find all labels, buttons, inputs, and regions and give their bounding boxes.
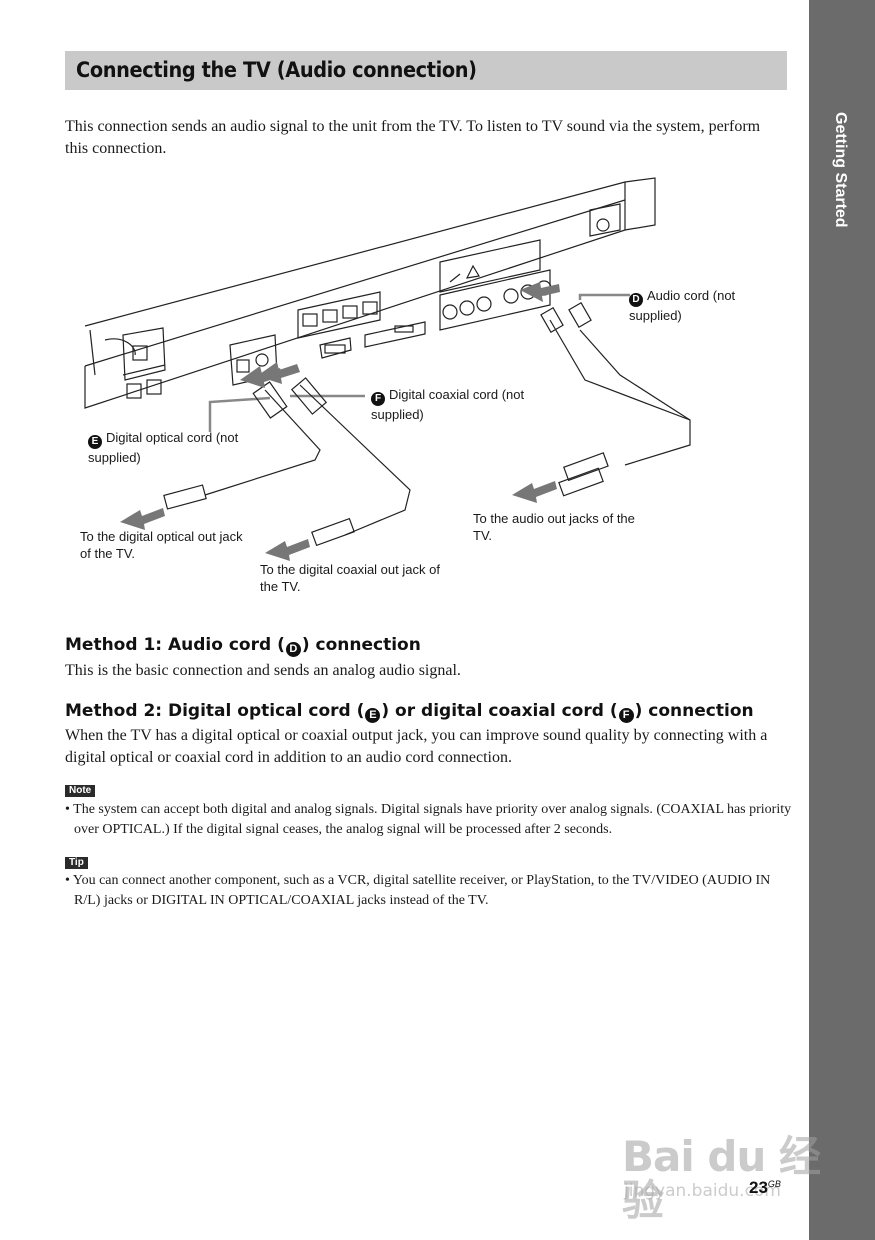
note-label: Note	[65, 785, 95, 797]
method1-heading-end: ) connection	[302, 635, 421, 655]
note-text: • The system can accept both digital and…	[65, 800, 799, 840]
watermark-logo: Bai du 经验	[622, 1135, 822, 1223]
side-tab-label: Getting Started	[809, 100, 849, 240]
letter-e-badge: E	[365, 708, 380, 723]
method2-heading: Method 2: Digital optical cord (E) or di…	[65, 701, 754, 723]
optical-out-destination: To the digital optical out jack of the T…	[80, 528, 250, 562]
page-title: Connecting the TV (Audio connection)	[65, 51, 729, 90]
method2-body: When the TV has a digital optical or coa…	[65, 725, 787, 769]
intro-paragraph: This connection sends an audio signal to…	[65, 116, 787, 160]
page-number-value: 23	[749, 1178, 768, 1197]
method1-body: This is the basic connection and sends a…	[65, 660, 787, 682]
method2-heading-end: ) connection	[635, 701, 754, 721]
optical-cord-text: Digital optical cord (not supplied)	[88, 430, 238, 465]
page-number-suffix: GB	[768, 1179, 781, 1189]
letter-e-badge: E	[88, 435, 102, 449]
method1-heading: Method 1: Audio cord (D) connection	[65, 635, 421, 657]
method2-heading-text: Method 2: Digital optical cord (	[65, 701, 364, 721]
coaxial-out-destination: To the digital coaxial out jack of the T…	[260, 561, 460, 595]
audio-out-destination: To the audio out jacks of the TV.	[473, 510, 648, 544]
letter-f-badge: F	[371, 392, 385, 406]
page-number: 23GB	[749, 1178, 781, 1198]
coaxial-cord-text: Digital coaxial cord (not supplied)	[371, 387, 524, 422]
tip-text: • You can connect another component, suc…	[65, 871, 799, 911]
method1-heading-text: Method 1: Audio cord (	[65, 635, 285, 655]
title-bar: Connecting the TV (Audio connection)	[65, 51, 787, 90]
letter-d-badge: D	[629, 293, 643, 307]
audio-cord-text: Audio cord (not supplied)	[629, 288, 735, 323]
letter-f-badge: F	[619, 708, 634, 723]
tip-label: Tip	[65, 857, 88, 869]
letter-d-badge: D	[286, 642, 301, 657]
method2-heading-mid: ) or digital coaxial cord (	[381, 701, 617, 721]
